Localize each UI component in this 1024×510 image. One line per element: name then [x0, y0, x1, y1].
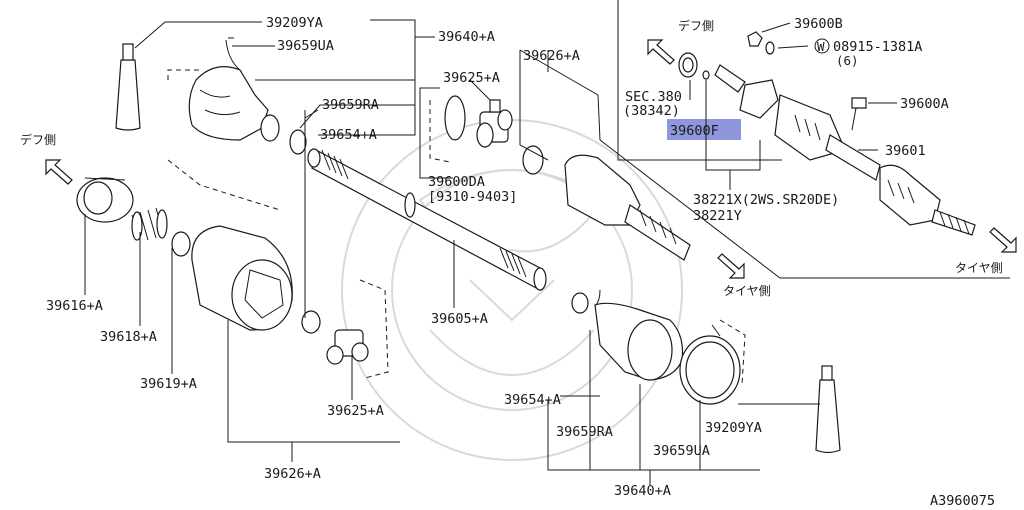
label-39626a-bottom[interactable]: 39626+A [264, 466, 321, 482]
washer-symbol-circle [814, 38, 830, 54]
label-39605a[interactable]: 39605+A [431, 311, 488, 327]
label-39600da[interactable]: 39600DA [428, 174, 485, 190]
label-39659ra-top[interactable]: 39659RA [322, 97, 379, 113]
label-39209ya-bottom[interactable]: 39209YA [705, 420, 762, 436]
watermark-emblem [341, 119, 683, 461]
boot-inner [188, 37, 280, 142]
boot-dashed-guide [167, 159, 281, 211]
label-39619a[interactable]: 39619+A [140, 376, 197, 392]
circlip [301, 310, 321, 334]
snap-ring-upper [444, 95, 466, 141]
label-39618a[interactable]: 39618+A [100, 329, 157, 345]
boot-dashed-outline [167, 69, 200, 80]
bolt-39600a [851, 97, 867, 131]
label-39640a-bottom[interactable]: 39640+A [614, 483, 671, 499]
label-39625a-top[interactable]: 39625+A [443, 70, 500, 86]
tripod-joint-lower [326, 329, 369, 365]
o-ring [522, 145, 544, 175]
label-38221x[interactable]: 38221X(2WS.SR20DE) [693, 192, 839, 208]
grease-tube-bottom [815, 365, 841, 454]
band-dashed-outline [719, 319, 746, 386]
label-diff-side-top: デフ側 [678, 18, 714, 33]
label-39640a-top[interactable]: 39640+A [438, 29, 495, 45]
boot-outer [571, 289, 684, 381]
snap-ring-dashed [429, 100, 451, 163]
joint-housing [191, 225, 293, 331]
outer-joint-housing [564, 154, 691, 261]
label-39659ua-top[interactable]: 39659UA [277, 38, 334, 54]
highlight-39600f[interactable] [667, 119, 741, 140]
arrow-diff-side-left [45, 159, 73, 185]
label-08915-1381a[interactable]: 08915-1381A [833, 39, 922, 55]
grease-tube-top [115, 43, 141, 131]
label-39209ya-top[interactable]: 39209YA [266, 15, 323, 31]
leader-lines [84, 19, 1010, 485]
diagram-code: A3960075 [930, 493, 995, 509]
tripod-joint-upper [476, 99, 513, 148]
label-39601[interactable]: 39601 [885, 143, 926, 159]
nut-39600b [747, 31, 763, 47]
shaft [307, 148, 547, 292]
label-39616a[interactable]: 39616+A [46, 298, 103, 314]
arrow-diff-side-top [647, 39, 675, 65]
label-39600f[interactable]: 39600F [670, 123, 719, 139]
washer-seal [678, 52, 698, 78]
label-38221y[interactable]: 38221Y [693, 208, 742, 224]
label-39659ua-bottom[interactable]: 39659UA [653, 443, 710, 459]
boot-band-large [679, 324, 741, 405]
spring [131, 207, 168, 241]
label-39600a[interactable]: 39600A [900, 96, 949, 112]
washer-08915 [765, 41, 775, 55]
label-39600b[interactable]: 39600B [794, 16, 843, 32]
tripod-dashed-outline [359, 279, 389, 379]
dust-cover [76, 177, 134, 223]
label-39626a-top[interactable]: 39626+A [523, 48, 580, 64]
label-39659ra-bottom[interactable]: 39659RA [556, 424, 613, 440]
small-ring [702, 70, 710, 80]
label-sec380[interactable]: SEC.380 [625, 89, 682, 105]
arrow-tire-side-mid [717, 253, 745, 279]
arrow-tire-side-right [989, 227, 1017, 253]
label-39654a-top[interactable]: 39654+A [320, 127, 377, 143]
snap-ring [171, 231, 191, 257]
label-diff-side-left: デフ側 [20, 132, 56, 147]
washer-symbol-letter: W [817, 39, 825, 54]
label-39625a-bottom[interactable]: 39625+A [327, 403, 384, 419]
label-tire-side-right: タイヤ側 [955, 261, 1003, 275]
label-39600da-range: [9310-9403] [428, 189, 517, 205]
boot-band-small [289, 129, 307, 155]
label-tire-side-mid: タイヤ側 [723, 284, 771, 298]
inset-frame [617, 0, 782, 161]
label-sec380-ref: (38342) [623, 103, 680, 119]
drive-shaft-assembly [714, 64, 976, 236]
label-39654a-bottom[interactable]: 39654+A [504, 392, 561, 408]
label-08915-qty: (6) [836, 53, 859, 68]
